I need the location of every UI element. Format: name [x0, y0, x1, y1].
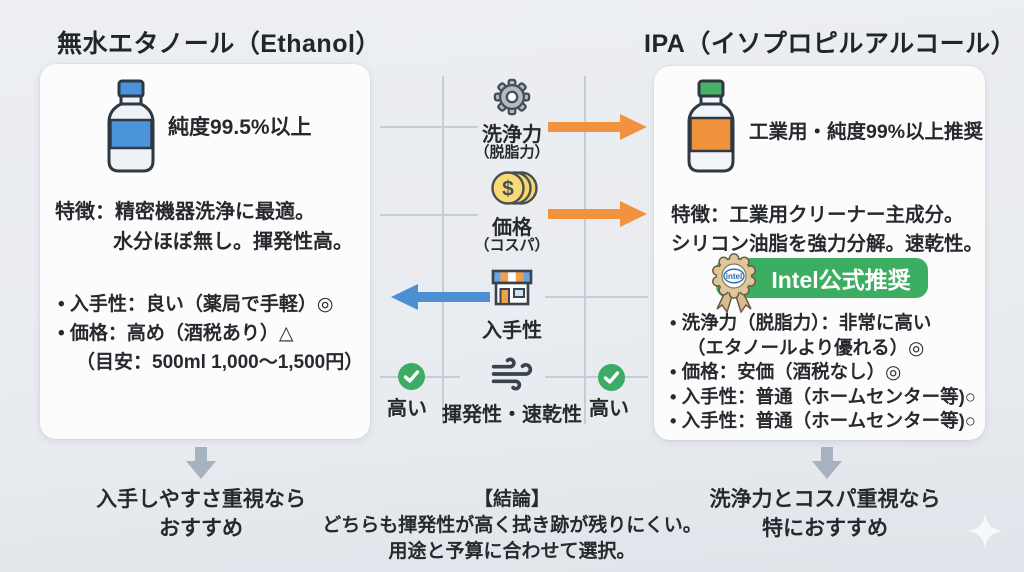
grid-line	[584, 76, 586, 424]
title-ipa: IPA（イソプロピルアルコール）	[644, 30, 1017, 58]
grid-line	[545, 376, 648, 378]
gear-icon	[493, 78, 531, 116]
ethanol-card: 純度99.5%以上 特徴：精密機器洗浄に最適。 水分ほぼ無し。揮発性高。 • 入…	[40, 64, 370, 439]
bullet-item: • 価格：高め（酒税あり）△	[58, 323, 294, 344]
check-icon-right	[598, 364, 625, 391]
arrow-left-availability-icon	[391, 284, 490, 310]
criterion-price-sub: （コスパ）	[474, 237, 550, 254]
down-arrow-icon-right	[812, 447, 842, 479]
bullet-item: • 価格：安価（酒税なし）◎	[670, 361, 902, 382]
intel-logo-text: intel	[726, 272, 742, 281]
conclusion-text: 【結論】 どちらも揮発性が高く拭き跡が残りにくい。 用途と予算に合わせて選択。	[322, 489, 702, 562]
high-label-left: 高い	[387, 398, 427, 420]
ethanol-bullet-list: • 入手性：良い（薬局で手軽）◎ • 価格：高め（酒税あり）△ （目安：500m…	[58, 290, 363, 377]
ipa-bottle-icon	[687, 79, 735, 173]
ethanol-verdict-text: 入手しやすさ重視なら おすすめ	[96, 488, 306, 540]
grid-line	[380, 126, 478, 128]
intel-badge: Intel公式推奨	[716, 258, 928, 298]
criterion-washing-sub: （脱脂力）	[474, 144, 550, 161]
coins-icon: $	[491, 171, 538, 205]
title-ethanol: 無水エタノール（Ethanol）	[57, 30, 381, 58]
grid-line	[545, 296, 648, 298]
arrow-right-price-icon	[548, 201, 647, 227]
bullet-item: • 入手性：普通（ホームセンター等)○	[670, 385, 976, 407]
ipa-card: 工業用・純度99%以上推奨 特徴：工業用クリーナー主成分。 シリコン油脂を強力分…	[654, 66, 985, 440]
criterion-availability-label: 入手性	[482, 320, 542, 342]
criterion-volatility-label: 揮発性・速乾性	[442, 404, 582, 426]
grid-line	[380, 214, 478, 216]
ipa-feature-text: 特徴：工業用クリーナー主成分。 シリコン油脂を強力分解。速乾性。	[671, 204, 984, 255]
bullet-item: • 入手性：普通（ホームセンター等)○	[670, 410, 976, 431]
sparkle-icon	[967, 513, 1003, 549]
criterion-washing-label: 洗浄力	[482, 124, 542, 146]
ipa-bullet-list: • 洗浄力（脱脂力）：非常に高い （エタノールより優れる）◎ • 価格：安価（酒…	[670, 311, 976, 434]
intel-badge-label: Intel公式推奨	[771, 267, 911, 293]
ethanol-feature-text: 特徴：精密機器洗浄に最適。 水分ほぼ無し。揮発性高。	[55, 201, 353, 253]
check-icon-left	[398, 363, 425, 390]
high-label-right: 高い	[589, 398, 629, 420]
bullet-item: （エタノールより優れる）◎	[687, 336, 925, 358]
dollar-symbol: $	[502, 178, 514, 201]
ipa-purity-text: 工業用・純度99%以上推奨	[749, 121, 984, 143]
medal-icon: intel	[712, 253, 756, 314]
bullet-item: • 入手性：良い（薬局で手軽）◎	[58, 294, 334, 315]
down-arrow-icon-left	[186, 447, 216, 479]
ethanol-bottle-icon	[107, 79, 155, 173]
bullet-item: • 洗浄力（脱脂力）：非常に高い	[670, 312, 932, 333]
conclusion-heading: 【結論】	[473, 489, 550, 510]
arrow-right-washing-icon	[548, 114, 647, 140]
store-icon	[491, 269, 533, 306]
grid-line	[442, 76, 444, 424]
criterion-price-label: 価格	[492, 217, 532, 239]
wind-icon	[491, 357, 533, 391]
ipa-verdict-text: 洗浄力とコスパ重視なら 特におすすめ	[709, 488, 941, 540]
bullet-item: （目安：500ml 1,000〜1,500円）	[76, 352, 364, 373]
ethanol-purity-text: 純度99.5%以上	[168, 116, 312, 139]
